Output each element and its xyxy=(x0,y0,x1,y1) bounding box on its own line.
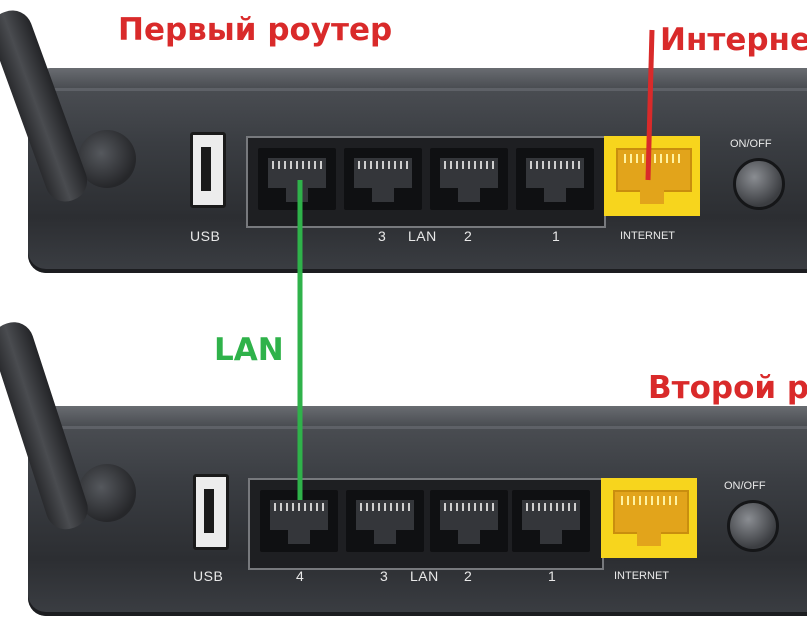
port-label-1: 1 xyxy=(548,568,557,584)
lan-port-2[interactable] xyxy=(430,148,508,210)
port-label-3: 3 xyxy=(380,568,389,584)
port-label-3: 3 xyxy=(378,228,387,244)
power-button[interactable] xyxy=(733,158,785,210)
first-router: USB 3 LAN 2 1 INTERNET ON/OFF xyxy=(0,4,807,275)
lan-port-2[interactable] xyxy=(430,490,508,552)
port-label-2: 2 xyxy=(464,228,473,244)
port-label-2: 2 xyxy=(464,568,473,584)
port-label-4: 4 xyxy=(296,568,305,584)
internet-port[interactable] xyxy=(601,478,697,558)
usb-port[interactable] xyxy=(193,474,229,550)
internet-label: INTERNET xyxy=(614,570,669,582)
chassis-top xyxy=(40,68,807,88)
lan-port-4[interactable] xyxy=(260,490,338,552)
lan-port-3[interactable] xyxy=(346,490,424,552)
port-label-lan: LAN xyxy=(408,228,437,244)
lan-caption: LAN xyxy=(214,332,284,368)
lan-port-1[interactable] xyxy=(512,490,590,552)
first-router-caption: Первый роутер xyxy=(118,12,393,48)
second-router-caption: Второй р xyxy=(648,370,807,406)
internet-label: INTERNET xyxy=(620,230,675,242)
lan-port-3[interactable] xyxy=(344,148,422,210)
antenna-base xyxy=(78,130,136,188)
second-router: USB 4 3 LAN 2 1 INTERNET ON/OFF xyxy=(0,317,807,618)
usb-port[interactable] xyxy=(190,132,226,208)
port-label-lan: LAN xyxy=(410,568,439,584)
port-label-1: 1 xyxy=(552,228,561,244)
lan-port-1[interactable] xyxy=(516,148,594,210)
usb-label: USB xyxy=(190,228,221,244)
chassis-top xyxy=(40,406,807,426)
onoff-label: ON/OFF xyxy=(724,480,766,492)
power-button[interactable] xyxy=(727,500,779,552)
usb-label: USB xyxy=(193,568,224,584)
onoff-label: ON/OFF xyxy=(730,138,772,150)
internet-port[interactable] xyxy=(604,136,700,216)
internet-caption: Интерне xyxy=(660,22,807,58)
internet-cable xyxy=(645,29,655,181)
